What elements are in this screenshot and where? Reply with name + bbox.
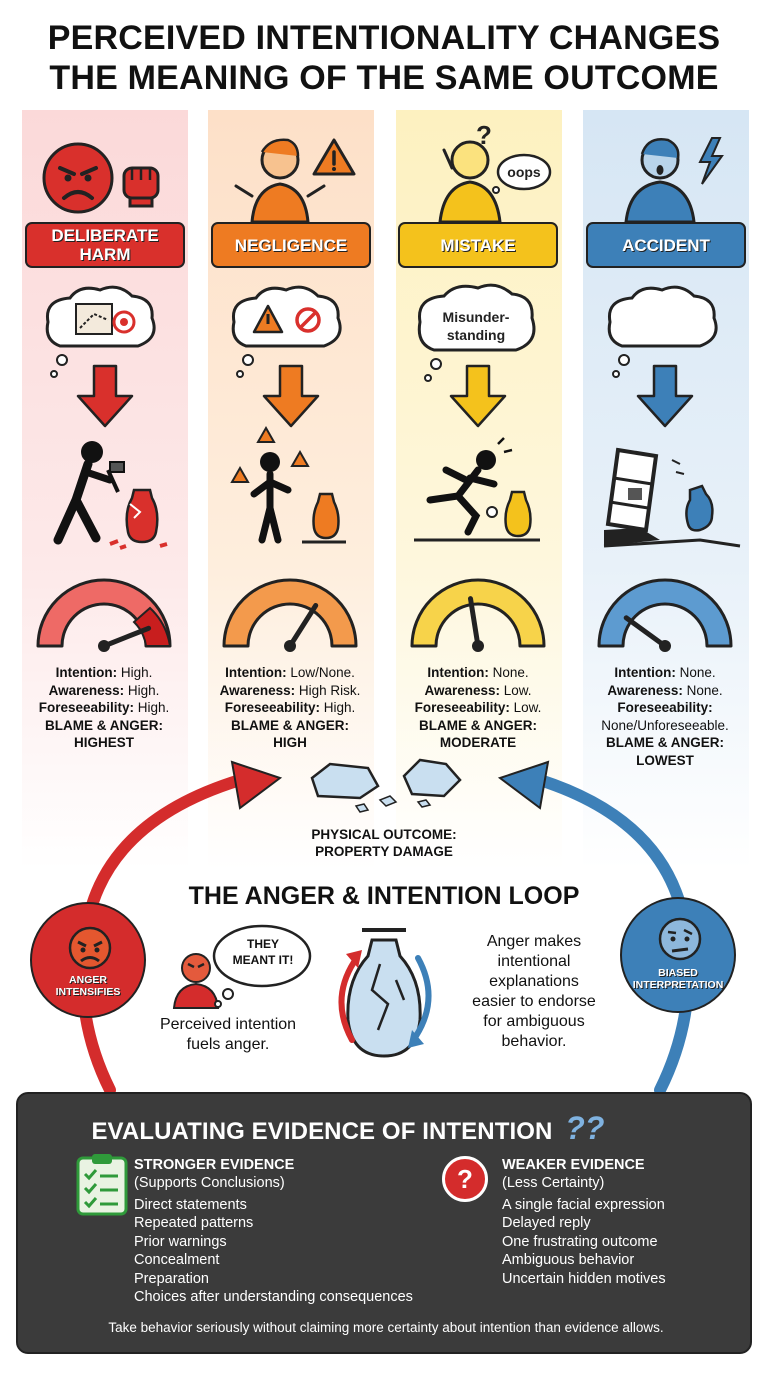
falling-shelf-icon (603, 447, 741, 548)
list-item: Delayed reply (502, 1215, 591, 1232)
label-text: HARM (79, 245, 131, 264)
gauge-yellow (410, 578, 546, 652)
weaker-evidence-subtitle: (Less Certainty) (502, 1175, 605, 1191)
person-smashing-vase-icon (53, 441, 168, 550)
lightning-icon (698, 137, 724, 185)
label-text: MISTAKE (440, 235, 516, 255)
outcome-label: PHYSICAL OUTCOME: PROPERTY DAMAGE (311, 827, 457, 859)
they-meant-it-bubble: THEY MEANT IT! (232, 937, 294, 967)
label-negligence: NEGLIGENCE (211, 222, 371, 268)
surprised-person-icon (624, 138, 696, 224)
list-item: Ambiguous behavior (502, 1252, 635, 1269)
list-item: Concealment (134, 1252, 220, 1269)
angry-person-icon (172, 953, 220, 1009)
biased-interpretation-circle: BIASED INTERPRETATION (620, 897, 736, 1013)
thought-cloud-misunderstanding-icon: Misunder- standing (417, 283, 536, 382)
weaker-question-icon: ? (442, 1156, 488, 1202)
oops-text: oops (507, 164, 541, 180)
biased-label-line-1: BIASED (658, 967, 698, 979)
angry-face-small-icon (68, 926, 112, 970)
label-text: ACCIDENT (622, 235, 710, 255)
question-marks-icon: ?? (565, 1110, 605, 1146)
label-deliberate-harm: DELIBERATE HARM (25, 222, 185, 268)
thought-text-line-1: Misunder- (443, 309, 510, 325)
label-text: DELIBERATE (51, 226, 159, 245)
gauge-red (36, 578, 172, 652)
loop-title: THE ANGER & INTENTION LOOP (188, 882, 580, 910)
label-accident: ACCIDENT (586, 222, 746, 268)
gauge-blue (597, 578, 733, 652)
cracked-vase-icon (346, 928, 422, 1058)
gauge-needle-yellow (468, 596, 481, 649)
down-arrow-red-icon (76, 364, 134, 428)
thought-text-line-2: standing (447, 327, 505, 343)
gauge-orange (222, 578, 358, 652)
angry-face-icon (42, 142, 114, 214)
stats-deliberate-harm: Intention: High. Awareness: High. Forese… (38, 665, 170, 750)
title-line-1: PERCEIVED INTENTIONALITY CHANGES (47, 19, 721, 57)
loop-left-text: Perceived intention fuels anger. (159, 1016, 297, 1053)
speech-bubble-icon (212, 924, 312, 1008)
fist-icon (122, 166, 160, 208)
list-item: Prior warnings (134, 1233, 227, 1250)
list-item: A single facial expression (502, 1197, 665, 1213)
stats-negligence: Intention: Low/None. Awareness: High Ris… (219, 665, 361, 750)
list-item: Preparation (134, 1270, 209, 1287)
stronger-evidence-list: Direct statements Repeated patterns Prio… (134, 1196, 413, 1306)
list-item: Choices after understanding consequences (134, 1289, 413, 1306)
biased-label-line-2: INTERPRETATION (632, 979, 724, 991)
down-arrow-orange-icon (262, 364, 320, 428)
gauge-needle-orange (287, 603, 319, 649)
shrugging-person-icon (234, 138, 326, 224)
evidence-title: EVALUATING EVIDENCE OF INTENTION ?? (91, 1110, 605, 1146)
gauge-needle-blue (623, 615, 668, 649)
title-line-2: THE MEANING OF THE SAME OUTCOME (49, 59, 719, 97)
broken-vase-icon (310, 758, 462, 813)
evidence-footer: Take behavior seriously without claiming… (108, 1320, 664, 1335)
skeptical-face-icon (658, 917, 702, 961)
list-item: One frustrating outcome (502, 1233, 658, 1250)
thought-cloud-plan-icon (45, 285, 156, 378)
weaker-evidence-title: WEAKER EVIDENCE (502, 1157, 645, 1173)
thought-cloud-empty-icon (607, 285, 718, 378)
gauge-needle-red (101, 625, 152, 649)
warning-triangle-icon (312, 138, 356, 176)
label-mistake: MISTAKE (398, 222, 558, 268)
list-item: Uncertain hidden motives (502, 1270, 666, 1287)
anger-label-line-2: INTENSIFIES (55, 986, 121, 998)
stronger-evidence-subtitle: (Supports Conclusions) (134, 1175, 285, 1191)
loop-right-text: Anger makes intentional explanations eas… (472, 933, 596, 1050)
confused-person-icon: ? (438, 120, 502, 224)
oops-bubble-icon: oops (492, 153, 552, 194)
list-item: Repeated patterns (134, 1215, 254, 1232)
evidence-panel: EVALUATING EVIDENCE OF INTENTION ?? STRO… (16, 1092, 752, 1354)
list-item: Direct statements (134, 1197, 247, 1213)
person-ignoring-warnings-icon (230, 425, 346, 544)
label-text: NEGLIGENCE (234, 235, 348, 255)
anger-intensifies-circle: ANGER INTENSIFIES (30, 902, 146, 1018)
cycle-arrows-icon (338, 950, 432, 1048)
down-arrow-yellow-icon (449, 364, 507, 428)
page-title: PERCEIVED INTENTIONALITY CHANGES THE MEA… (0, 18, 768, 98)
down-arrow-blue-icon (636, 364, 694, 428)
question-mark-text: ? (476, 120, 492, 150)
thought-cloud-warning-icon (231, 285, 342, 378)
stats-accident: Intention: None. Awareness: None. Forese… (601, 665, 729, 768)
anger-label-line-1: ANGER (69, 974, 107, 986)
person-tripping-icon (414, 437, 540, 542)
weaker-evidence-list: A single facial expression Delayed reply… (502, 1196, 666, 1288)
clipboard-checklist-icon (76, 1154, 128, 1216)
stats-mistake: Intention: None. Awareness: Low. Foresee… (414, 665, 542, 750)
stronger-evidence-title: STRONGER EVIDENCE (134, 1157, 295, 1173)
